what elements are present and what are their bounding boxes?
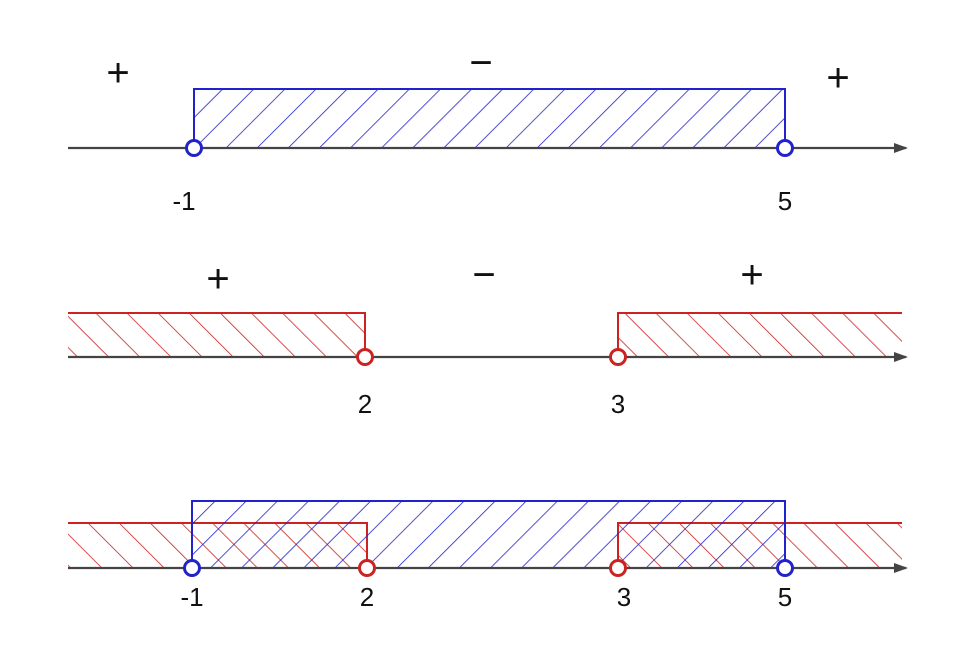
- line-3-region-2-outline: [191, 500, 786, 568]
- line-1-point-label-5: 5: [778, 186, 792, 216]
- line-2-region-0-hatch: [68, 313, 365, 357]
- line-3-point-label-5: 5: [778, 582, 792, 612]
- line-3-point-label-3: 3: [617, 582, 631, 612]
- line-2-point-label-3: 3: [611, 389, 625, 419]
- line-2-point-3-open-circle: [609, 348, 627, 366]
- line-3-point-2-open-circle: [358, 559, 376, 577]
- line-1-sign-2: +: [826, 56, 849, 100]
- line-3-point-label-2: 2: [360, 582, 374, 612]
- line-1-point-label--1: -1: [172, 186, 195, 216]
- line-2-region-1-outline: [617, 312, 902, 357]
- line-2-sign-2: +: [740, 253, 763, 297]
- line-1-sign-0: +: [106, 51, 129, 95]
- line-1-region-0-outline: [193, 88, 786, 148]
- line-3-point-label--1: -1: [180, 582, 203, 612]
- line-1-point--1-open-circle: [185, 139, 203, 157]
- line-1-sign-1: −: [469, 41, 492, 85]
- line-2-sign-1: −: [472, 253, 495, 297]
- line-3-region-2-hatch: [192, 501, 785, 568]
- line-3-point-3-open-circle: [609, 559, 627, 577]
- line-3-point-5-open-circle: [776, 559, 794, 577]
- line-2-point-label-2: 2: [358, 389, 372, 419]
- line-2-region-0-outline: [68, 312, 366, 357]
- line-1-point-5-open-circle: [776, 139, 794, 157]
- line-2-sign-0: +: [206, 257, 229, 301]
- line-1-region-0-hatch: [194, 89, 785, 148]
- line-2-point-2-open-circle: [356, 348, 374, 366]
- line-2-region-1-hatch: [618, 313, 902, 357]
- line-3-point--1-open-circle: [183, 559, 201, 577]
